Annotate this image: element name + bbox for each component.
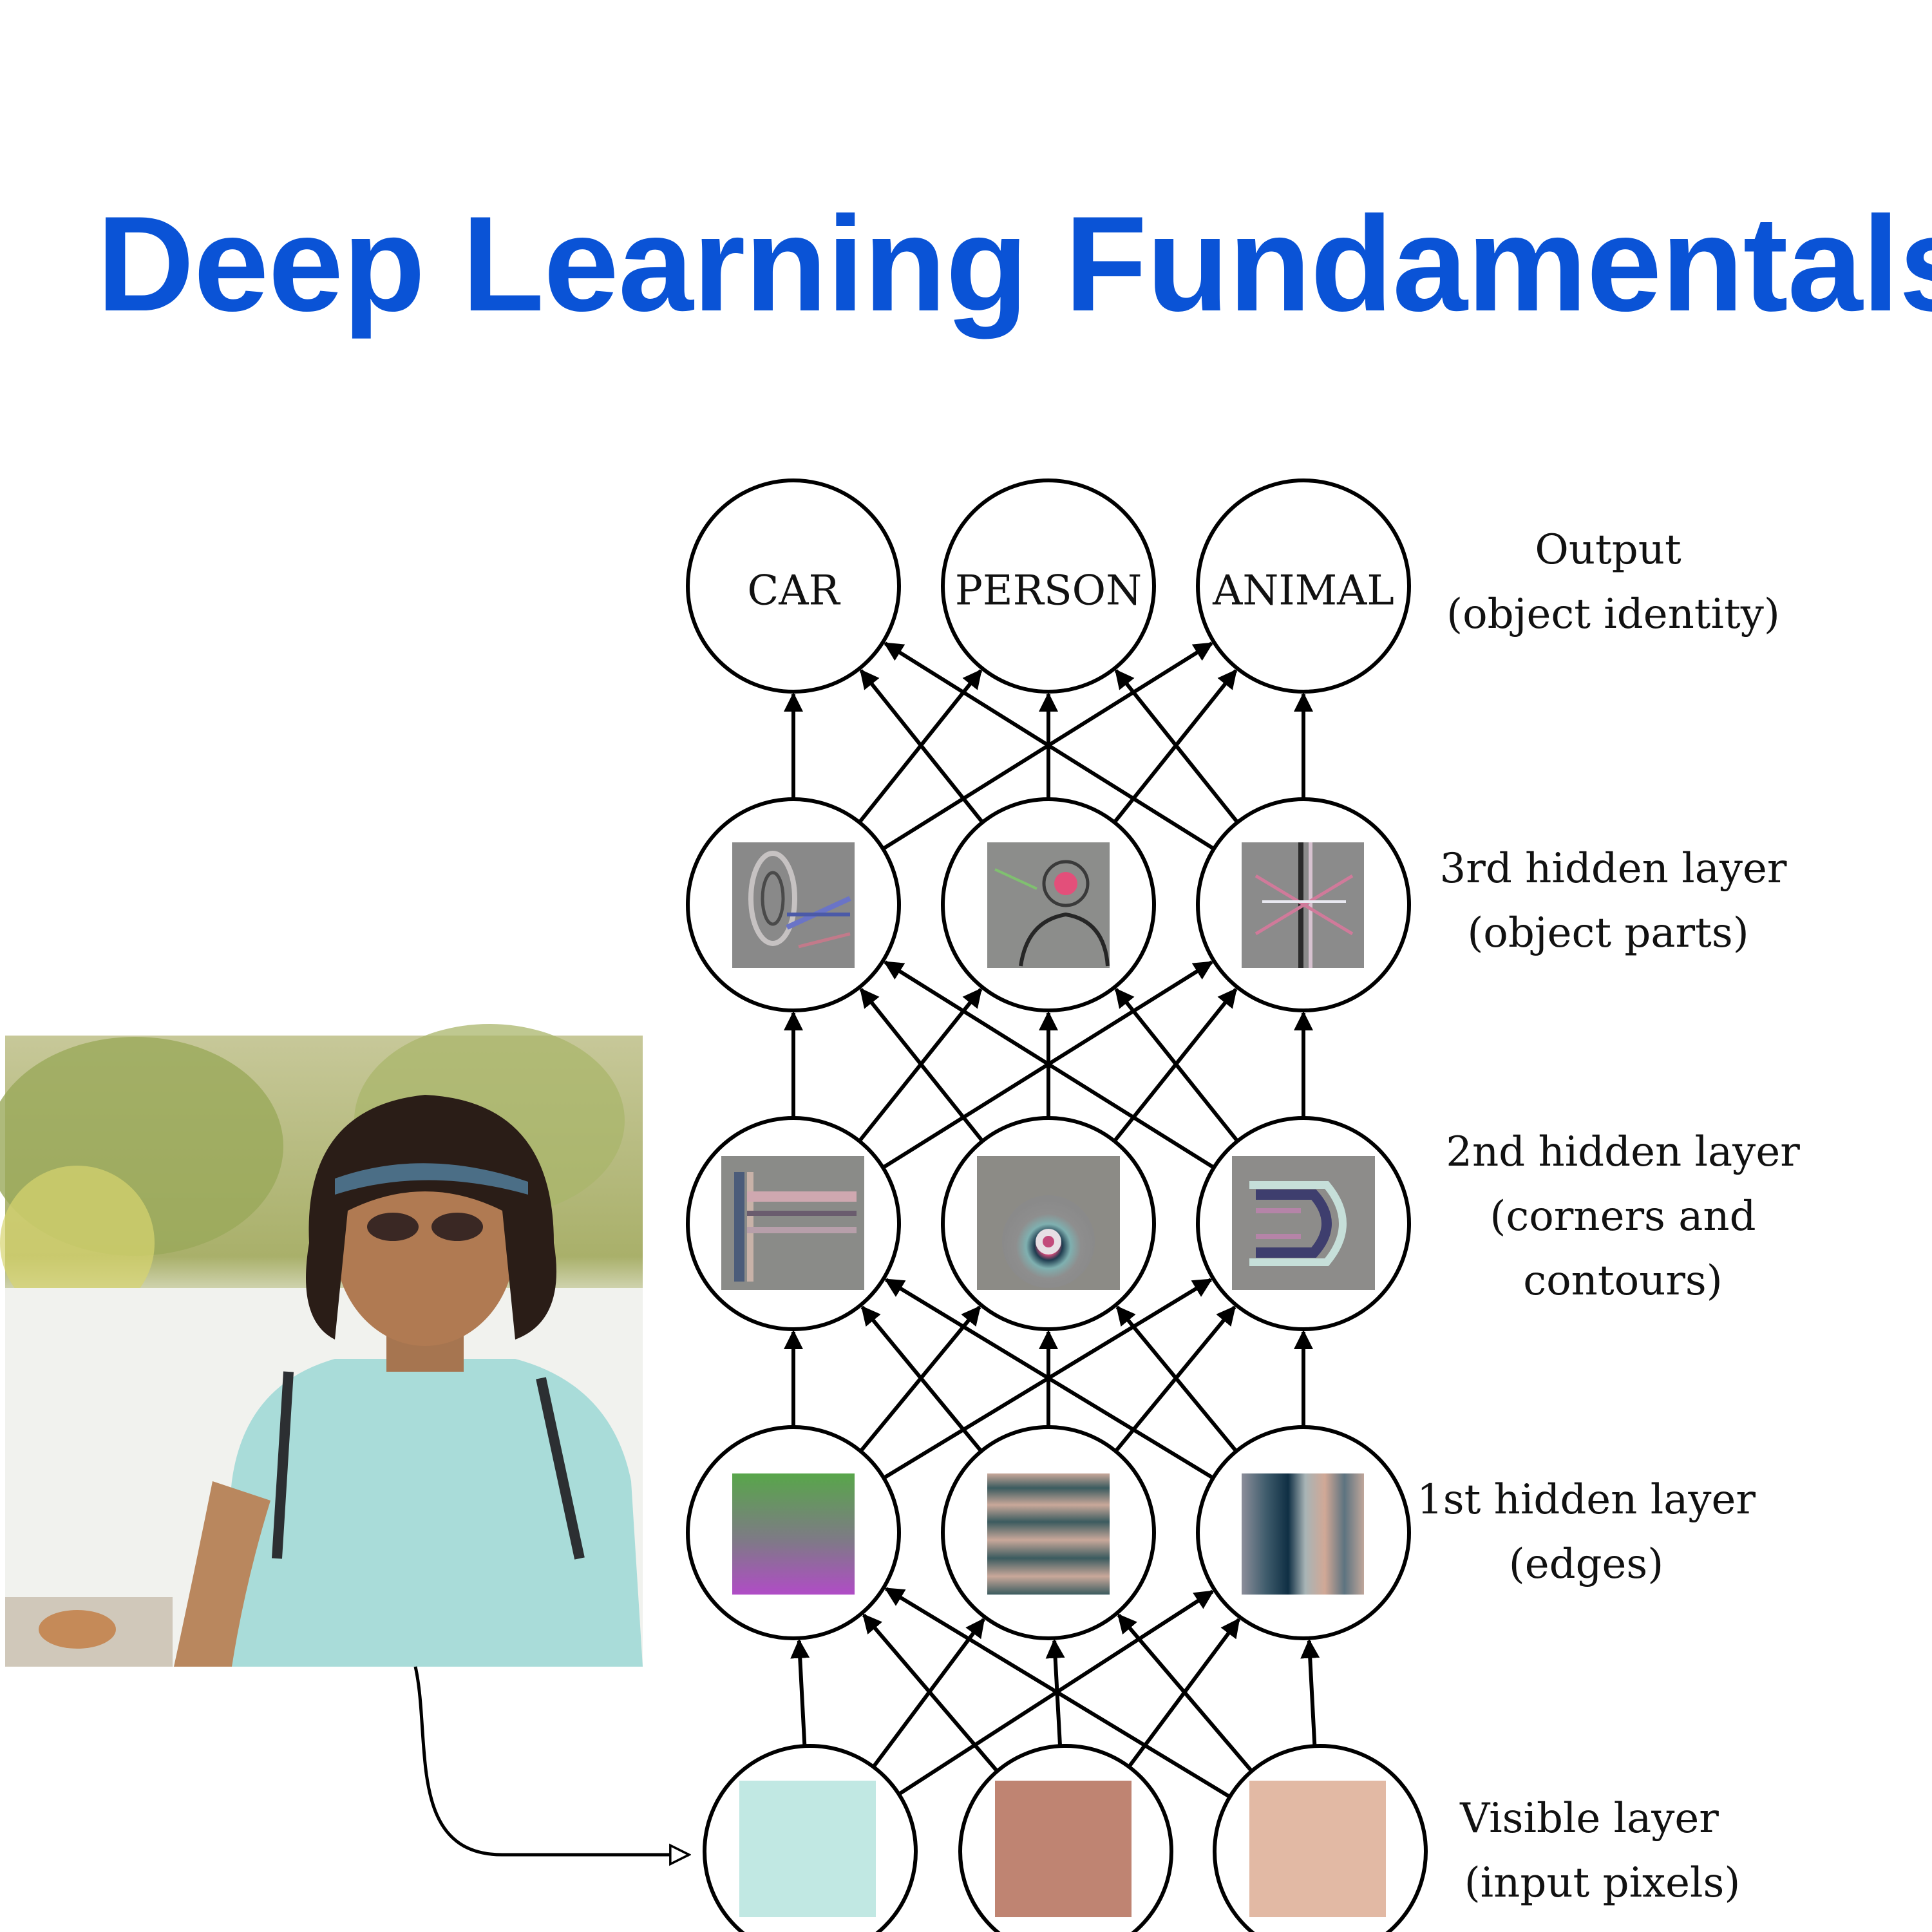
hidden1-title: 1st hidden layer xyxy=(1417,1476,1756,1524)
hidden-layer-2 xyxy=(686,1116,1411,1331)
connection-arrow xyxy=(1300,1638,1320,1747)
feature-visualization xyxy=(732,1473,855,1595)
feature-visualization xyxy=(987,842,1110,968)
input-arrow xyxy=(413,1666,689,1855)
hidden1-desc: (edges) xyxy=(1509,1540,1663,1588)
feature-visualization xyxy=(721,1156,864,1290)
visible-title: Visible layer xyxy=(1459,1795,1719,1842)
feature-visualization xyxy=(1242,1473,1364,1595)
hidden2-desc-1: (corners and xyxy=(1490,1193,1756,1240)
visible-desc: (input pixels) xyxy=(1464,1859,1741,1907)
visible-layer xyxy=(703,1744,1428,1932)
output-label-person: PERSON xyxy=(955,567,1142,615)
feature-visualization xyxy=(987,1473,1110,1595)
hidden3-title: 3rd hidden layer xyxy=(1440,845,1787,893)
network-edges xyxy=(784,641,1320,1799)
feature-visualization xyxy=(1232,1156,1375,1290)
connection-arrow xyxy=(1114,987,1239,1142)
hidden3-desc: (object parts) xyxy=(1467,909,1748,957)
connection-arrow xyxy=(1117,1613,1253,1773)
input-photo xyxy=(0,1024,643,1667)
feature-visualization xyxy=(732,842,855,968)
connection-arrow xyxy=(884,1278,1215,1480)
page-title: Deep Learning Fundamentals xyxy=(97,188,1932,339)
feature-visualization xyxy=(1242,842,1364,968)
input-pixel xyxy=(1249,1781,1386,1917)
connection-arrow xyxy=(883,641,1215,851)
output-node-person xyxy=(941,478,1156,694)
connection-arrow xyxy=(1114,668,1239,824)
output-node-animal xyxy=(1196,478,1411,694)
output-layer: CAR PERSON ANIMAL xyxy=(686,478,1411,694)
connection-arrow xyxy=(884,1587,1231,1799)
connection-arrow xyxy=(862,1613,999,1773)
connection-arrow xyxy=(790,1638,810,1747)
input-pixel xyxy=(739,1781,876,1917)
connection-arrow xyxy=(859,987,984,1142)
hidden-layer-3 xyxy=(686,797,1411,1012)
hidden2-title: 2nd hidden layer xyxy=(1446,1128,1800,1176)
output-layer-title: Output xyxy=(1535,526,1681,574)
output-node-car xyxy=(686,478,901,694)
feature-visualization xyxy=(977,1156,1120,1290)
output-label-car: CAR xyxy=(747,567,840,615)
output-label-animal: ANIMAL xyxy=(1212,567,1394,615)
output-layer-desc: (object identity) xyxy=(1446,591,1780,638)
connection-arrow xyxy=(859,668,984,824)
input-pixel xyxy=(995,1781,1132,1917)
layer-labels: Output (object identity) 3rd hidden laye… xyxy=(1417,526,1800,1907)
hidden2-desc-2: contours) xyxy=(1523,1257,1722,1305)
connection-arrow xyxy=(860,1305,983,1453)
connection-arrow xyxy=(1115,1305,1238,1453)
hidden-layer-1 xyxy=(686,1425,1411,1640)
connection-arrow xyxy=(883,960,1215,1170)
